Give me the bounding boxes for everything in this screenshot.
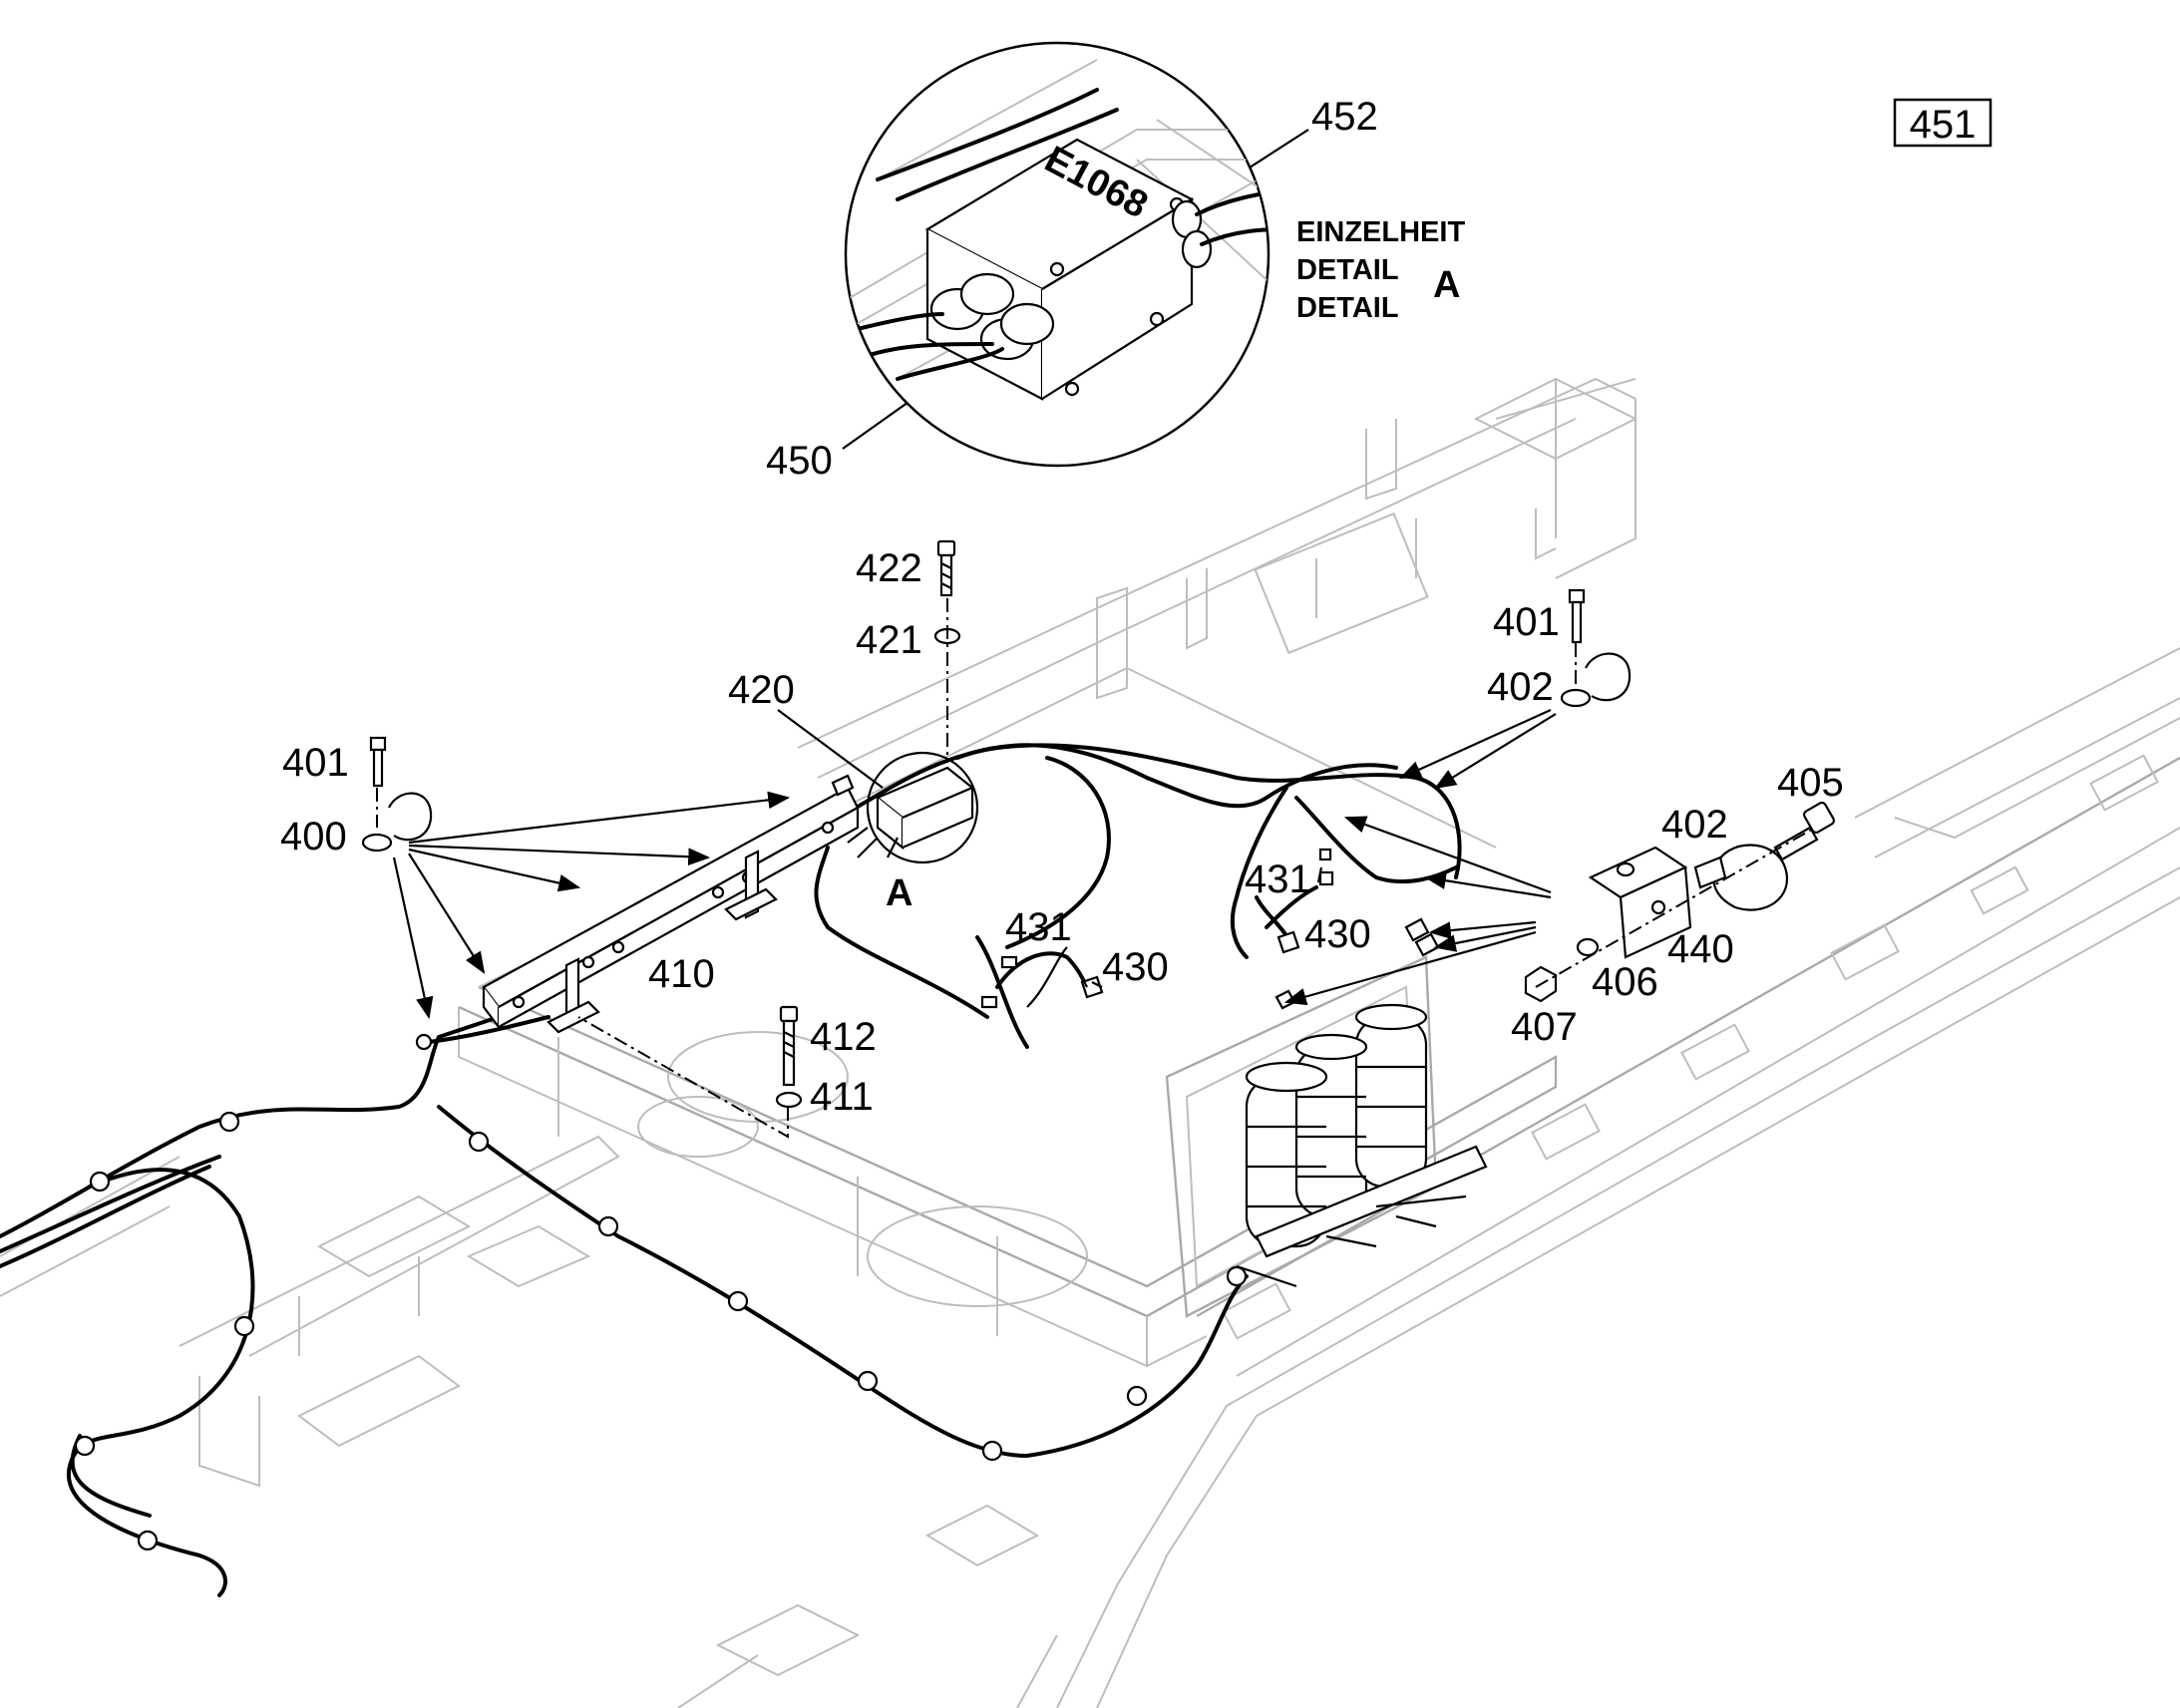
- callout-410: 410: [648, 952, 715, 996]
- callout-430-left: 430: [1102, 945, 1169, 989]
- cable-harness: [0, 743, 1462, 1597]
- detail-line-1: EINZELHEIT: [1296, 216, 1465, 248]
- callout-452: 452: [1311, 95, 1378, 139]
- callout-440: 440: [1667, 927, 1734, 971]
- air-bellows: [1236, 1003, 1488, 1288]
- axis-line-412: [577, 1016, 789, 1139]
- callout-431-right: 431: [1245, 857, 1311, 901]
- detail-a-inset: E1068: [844, 41, 1271, 468]
- bolt-412: [779, 1005, 799, 1087]
- callout-431-left: 431: [1005, 905, 1072, 949]
- callout-421: 421: [856, 618, 922, 662]
- callout-402-right: 402: [1661, 803, 1728, 847]
- callout-450: 450: [766, 439, 833, 483]
- bracket-440: [1588, 846, 1692, 959]
- sensor-430-right: [1265, 848, 1334, 954]
- mounting-rail: [482, 774, 860, 1034]
- clip-400: [361, 736, 433, 853]
- callout-406: 406: [1592, 960, 1658, 1004]
- clip-402-top: [1560, 588, 1632, 708]
- callout-407: 407: [1511, 1005, 1578, 1049]
- callout-405: 405: [1777, 761, 1844, 805]
- detail-line-2: DETAIL: [1296, 254, 1399, 286]
- junction-box-420: [847, 751, 979, 864]
- drawing-number-box: [1893, 98, 1993, 148]
- chassis-frame: [0, 377, 2180, 1708]
- washer-406: [1576, 937, 1600, 957]
- harness-clips: [74, 1033, 1248, 1551]
- clamp-402: [1693, 844, 1788, 911]
- callout-412: 412: [810, 1015, 877, 1059]
- callout-420: 420: [728, 668, 795, 712]
- callout-401-right: 401: [1493, 600, 1560, 644]
- callout-401-left: 401: [282, 741, 349, 785]
- bolt-422: [936, 539, 956, 597]
- drawing-number: 451: [1910, 103, 1977, 147]
- view-marker: A: [886, 872, 912, 914]
- callout-430-right: 430: [1304, 912, 1371, 956]
- callout-400: 400: [280, 815, 347, 858]
- callout-422: 422: [856, 546, 922, 590]
- detail-letter: A: [1433, 264, 1460, 306]
- detail-line-3: DETAIL: [1296, 292, 1399, 324]
- bolt-405: [1773, 801, 1836, 861]
- callout-411: 411: [810, 1075, 874, 1119]
- callout-402-top: 402: [1487, 665, 1554, 709]
- sensor-430-left: [980, 951, 1104, 1009]
- callout-labels: 452 450 422 421 420 401 400 401 402 405 …: [280, 95, 1844, 1119]
- washer-411: [775, 1091, 803, 1109]
- harness-clip-right: [1404, 917, 1430, 942]
